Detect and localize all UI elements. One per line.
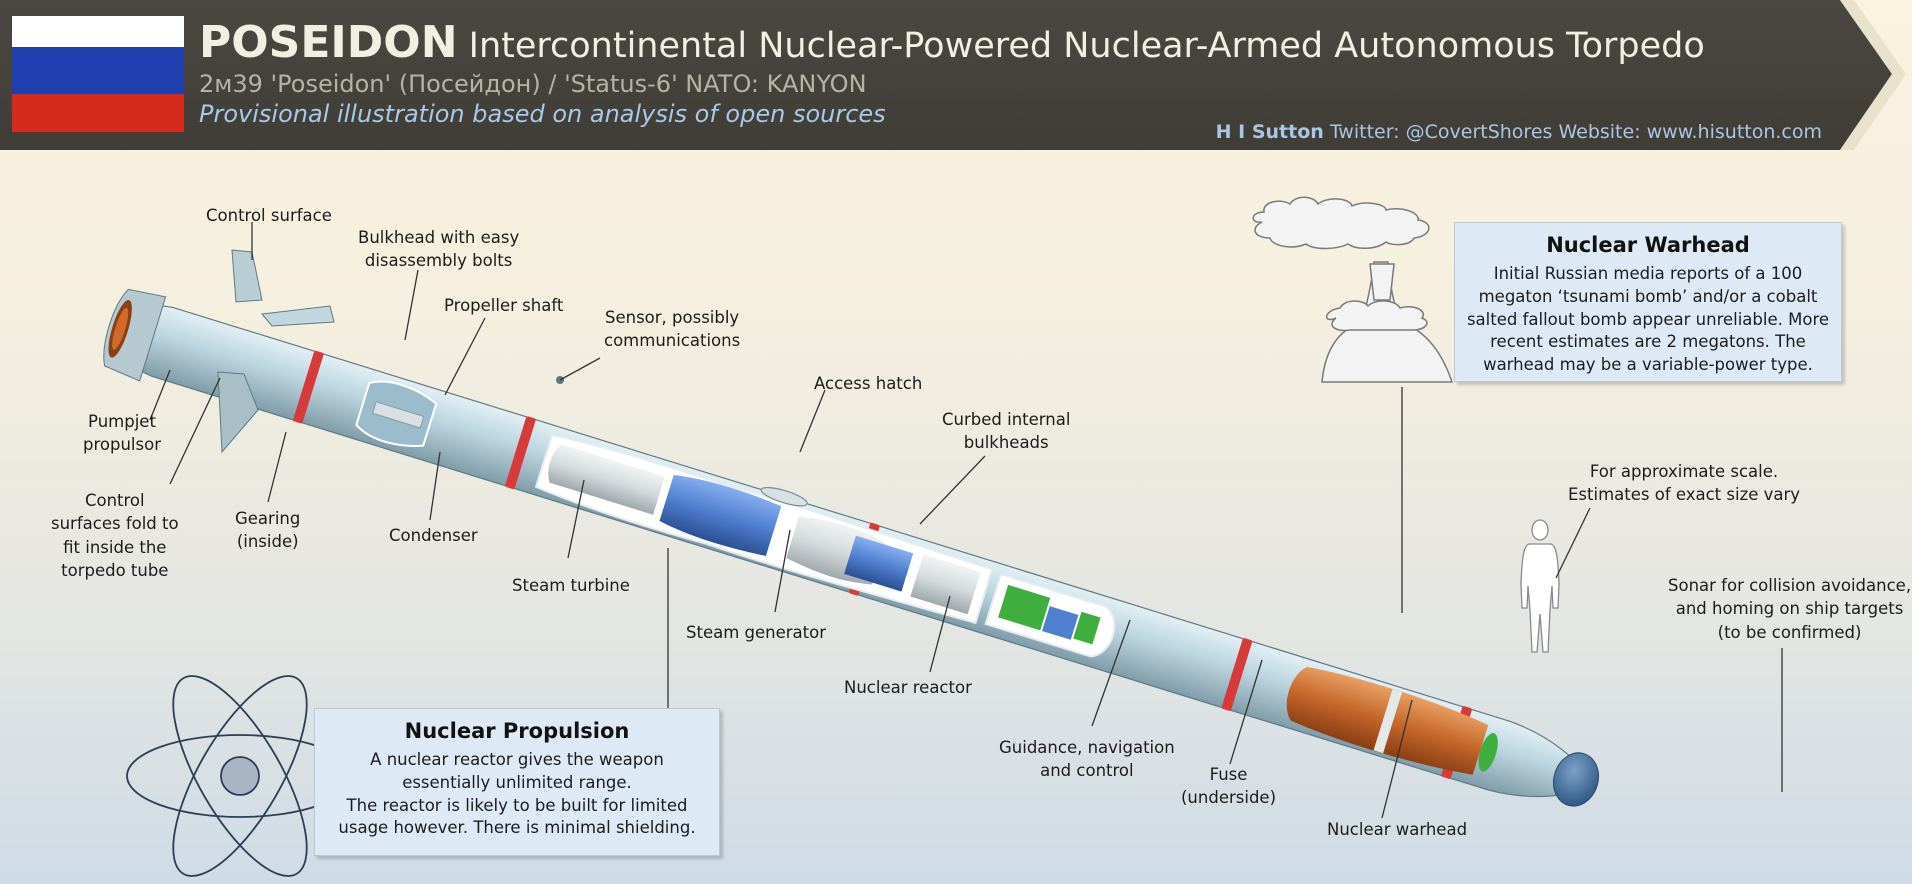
label-control-fold-line: surfaces fold to <box>51 514 179 534</box>
label-fuse-line: Fuse <box>1209 765 1248 784</box>
label-nuclear-warhead: Nuclear warhead <box>1327 820 1468 839</box>
label-guidance-line: and control <box>1040 761 1134 781</box>
label-control-fold-line: torpedo tube <box>61 561 169 581</box>
leader-lines <box>149 222 1783 819</box>
label-bulkhead-line: disassembly bolts <box>364 251 513 271</box>
label-fuse: Fuse (underside) <box>1181 763 1276 810</box>
label-control-fold-line: fit inside the <box>63 537 167 557</box>
label-scale-line: For approximate scale. <box>1589 462 1779 481</box>
nuclear-propulsion-box: Nuclear Propulsion A nuclear reactor giv… <box>314 708 720 856</box>
nuclear-warhead-box: Nuclear Warhead Initial Russian media re… <box>1454 222 1842 382</box>
nuclear-propulsion-box-title: Nuclear Propulsion <box>404 719 630 743</box>
label-curbed-bulkheads: Curbed internal bulkheads <box>942 408 1070 455</box>
label-steam-generator: Steam generator <box>686 623 827 642</box>
title-description: Intercontinental Nuclear-Powered Nuclear… <box>468 26 1705 66</box>
nuclear-propulsion-box-line: A nuclear reactor gives the weapon <box>370 750 664 769</box>
nuclear-propulsion-box-line: The reactor is likely to be built for li… <box>346 795 688 815</box>
label-guidance: Guidance, navigation and control <box>999 736 1175 783</box>
title-line: POSEIDON Intercontinental Nuclear-Powere… <box>199 17 1705 68</box>
label-gearing-line: (inside) <box>236 532 299 552</box>
label-propeller-shaft: Propeller shaft <box>444 296 564 315</box>
label-fuse-line: (underside) <box>1181 788 1277 808</box>
torpedo-body <box>103 249 1600 807</box>
label-gearing-line: Gearing <box>235 509 301 528</box>
label-sonar: Sonar for collision avoidance, and homin… <box>1668 574 1911 644</box>
label-pumpjet-line: propulsor <box>83 435 161 455</box>
label-scale: For approximate scale. Estimates of exac… <box>1568 460 1800 507</box>
label-sensor-line: communications <box>604 331 741 351</box>
label-bulkhead-line: Bulkhead with easy <box>358 228 520 247</box>
nuclear-warhead-box-title: Nuclear Warhead <box>1546 233 1750 257</box>
label-condenser: Condenser <box>389 526 478 545</box>
header-banner <box>0 0 1892 150</box>
nuclear-warhead-box-line: recent estimates are 2 megatons. The <box>1490 332 1806 352</box>
label-guidance-line: Guidance, navigation <box>999 738 1175 757</box>
label-curbed-bulkheads-line: bulkheads <box>963 433 1049 453</box>
title-name: POSEIDON <box>199 17 458 68</box>
label-control-fold: Control surfaces fold to fit inside the … <box>51 489 179 583</box>
nuclear-propulsion-box-line: essentially unlimited range. <box>402 772 632 792</box>
label-curbed-bulkheads-line: Curbed internal <box>942 410 1071 429</box>
label-sonar-line: and homing on ship targets <box>1675 599 1904 619</box>
nuclear-warhead-box-line: megaton ‘tsunami bomb’ and/or a cobalt <box>1478 286 1818 306</box>
label-nuclear-reactor: Nuclear reactor <box>844 678 972 697</box>
header-banner-accent <box>1840 0 1906 150</box>
label-pumpjet: Pumpjet propulsor <box>83 410 161 457</box>
label-sensor: Sensor, possibly communications <box>604 306 740 353</box>
label-control-surface: Control surface <box>206 206 332 225</box>
provisional-note: Provisional illustration based on analys… <box>199 100 886 128</box>
label-sonar-line: (to be confirmed) <box>1717 622 1862 642</box>
human-scale-icon <box>1520 519 1560 653</box>
mushroom-cloud-icon <box>1252 196 1454 383</box>
label-access-hatch: Access hatch <box>814 374 923 393</box>
russian-flag <box>12 16 184 132</box>
label-gearing: Gearing (inside) <box>235 507 300 554</box>
label-steam-turbine: Steam turbine <box>512 576 630 595</box>
label-bulkhead: Bulkhead with easy disassembly bolts <box>358 226 519 273</box>
nuclear-warhead-box-line: salted fallout bomb appear unreliable. M… <box>1466 309 1830 329</box>
label-pumpjet-line: Pumpjet <box>88 412 156 431</box>
label-control-fold-line: Control <box>84 491 145 510</box>
label-sonar-line: Sonar for collision avoidance, <box>1668 576 1912 595</box>
subtitle: 2м39 'Poseidon' (Посейдон) / 'Status-6' … <box>199 70 867 98</box>
nuclear-propulsion-box-line: usage however. There is minimal shieldin… <box>338 818 696 838</box>
label-scale-line: Estimates of exact size vary <box>1568 485 1801 505</box>
nuclear-warhead-box-line: warhead may be a variable-power type. <box>1483 355 1813 375</box>
nuclear-warhead-box-line: Initial Russian media reports of a 100 <box>1493 264 1803 283</box>
credits-text: Twitter: @CovertShores Website: www.hisu… <box>1323 121 1822 143</box>
label-sensor-line: Sensor, possibly <box>604 308 740 327</box>
credits: H I Sutton Twitter: @CovertShores Websit… <box>1216 121 1822 143</box>
author: H I Sutton <box>1215 121 1324 143</box>
